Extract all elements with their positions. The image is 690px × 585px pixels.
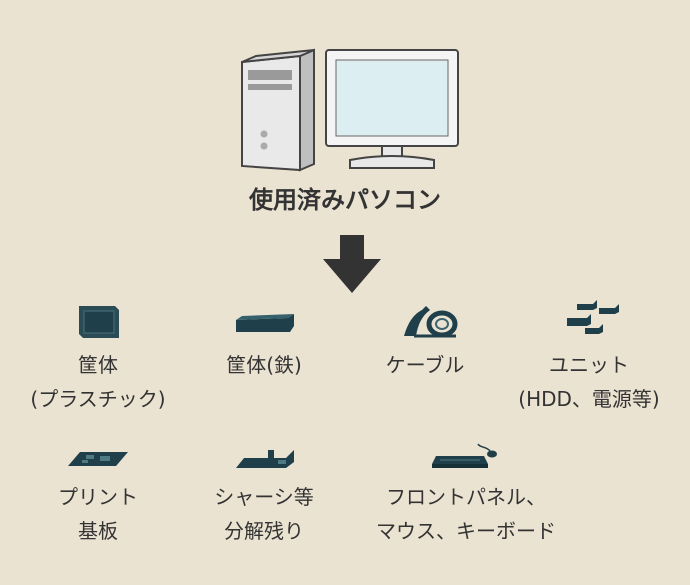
plastic-case-icon bbox=[79, 306, 119, 338]
item-chassis: シャーシ等 分解残り bbox=[214, 480, 314, 548]
item-cable: ケーブル bbox=[386, 348, 465, 382]
item-label-line1: プリント bbox=[58, 485, 138, 509]
item-label-line2: 基板 bbox=[78, 519, 118, 543]
item-keyboard-mouse: フロントパネル、 マウス、キーボード bbox=[376, 480, 556, 548]
item-label-line1: フロントパネル、 bbox=[386, 485, 546, 509]
item-label-line1: シャーシ等 bbox=[214, 485, 314, 509]
steel-case-icon bbox=[236, 314, 294, 332]
item-label-line2: (プラスチック) bbox=[30, 387, 166, 411]
chassis-icon bbox=[236, 450, 294, 468]
item-unit: ユニット (HDD、電源等) bbox=[518, 348, 659, 416]
page-title: 使用済みパソコン bbox=[249, 186, 441, 214]
item-label-line1: ユニット bbox=[548, 353, 629, 377]
unit-icon bbox=[567, 300, 619, 334]
item-plastic-case: 筐体 (プラスチック) bbox=[30, 348, 165, 416]
item-circuit-board: プリント 基板 bbox=[58, 480, 138, 548]
item-label-line1: ケーブル bbox=[385, 353, 465, 377]
item-label-line2: (HDD、電源等) bbox=[518, 387, 660, 411]
cable-icon bbox=[404, 306, 458, 338]
keyboard-mouse-icon bbox=[432, 443, 497, 468]
computer-icon bbox=[241, 48, 459, 172]
down-arrow-icon bbox=[323, 235, 381, 293]
item-label-line1: 筐体 bbox=[78, 353, 118, 377]
item-label-line1: 筐体(鉄) bbox=[226, 353, 302, 377]
item-label-line2: 分解残り bbox=[223, 519, 304, 543]
item-steel-case: 筐体(鉄) bbox=[226, 348, 302, 382]
item-label-line2: マウス、キーボード bbox=[376, 519, 556, 543]
circuit-board-icon bbox=[68, 452, 128, 466]
